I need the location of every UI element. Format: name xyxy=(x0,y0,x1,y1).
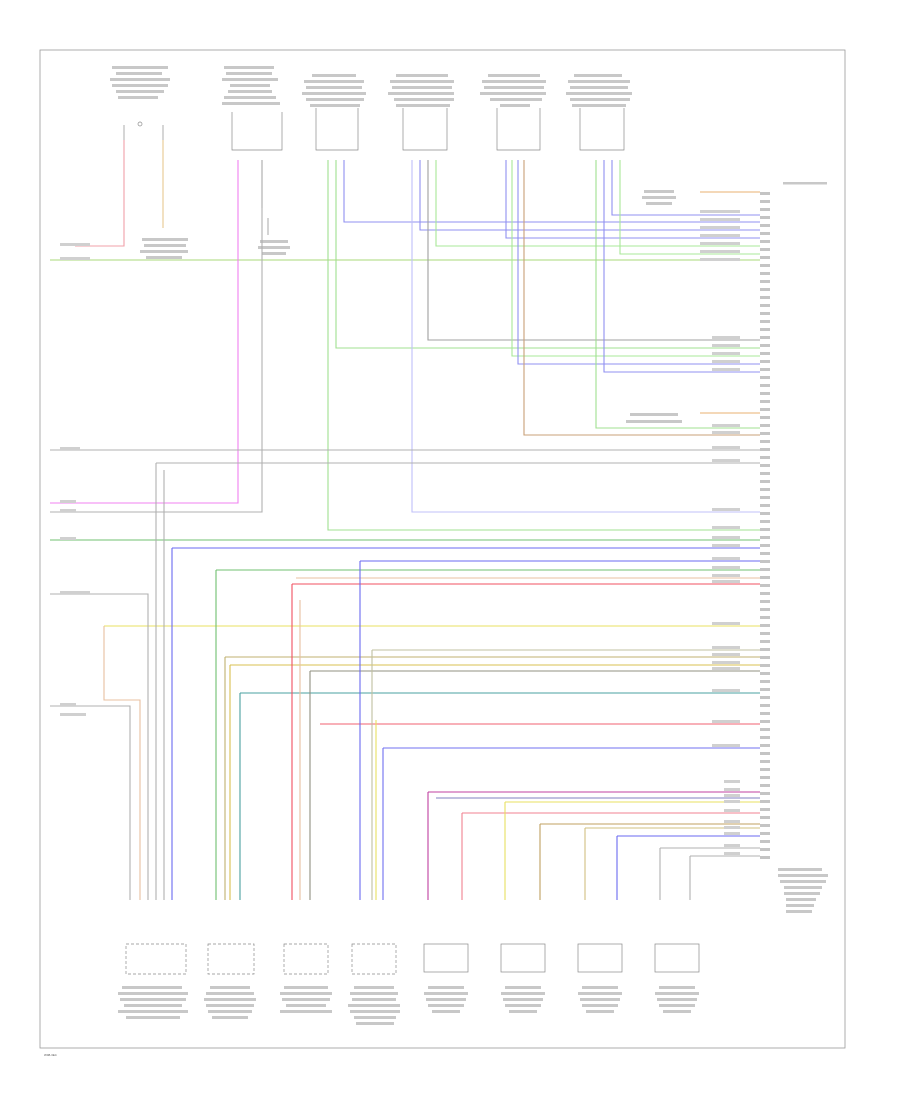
vertical-drops xyxy=(50,463,691,900)
top-label-blocks xyxy=(110,66,827,423)
main-module-label xyxy=(778,868,828,913)
figure-id: W08-3E4 xyxy=(44,1053,57,1057)
diagram-frame xyxy=(39,49,846,1049)
connector-pins xyxy=(760,192,770,859)
wire-color-tags xyxy=(60,210,740,855)
bottom-components xyxy=(125,943,700,975)
wire-runs xyxy=(50,140,760,857)
top-components xyxy=(123,108,625,151)
bottom-label-blocks xyxy=(118,986,699,1025)
